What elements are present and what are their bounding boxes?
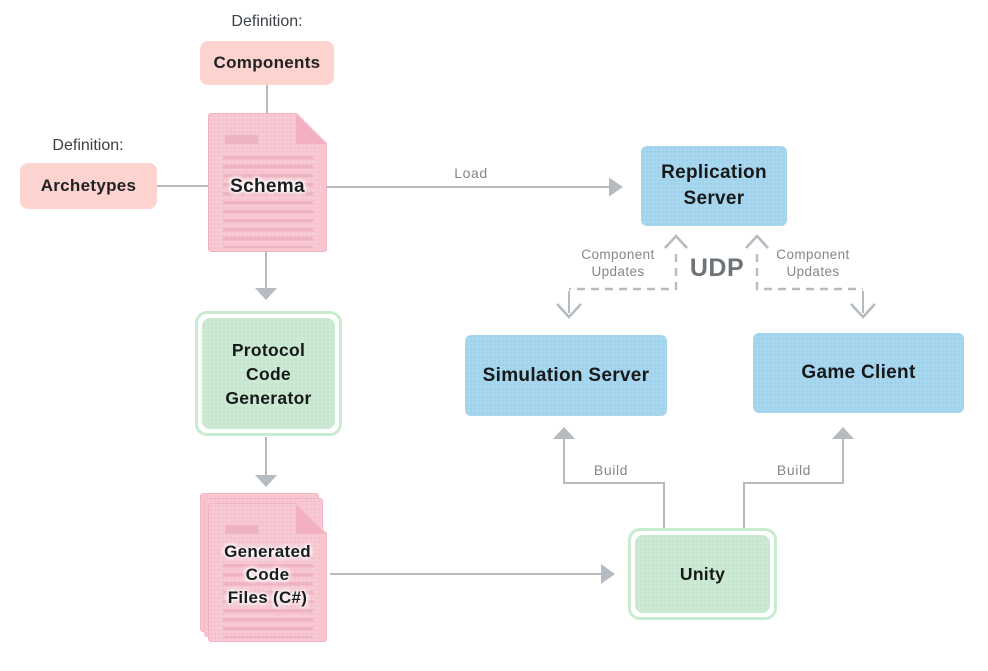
schema-document: Schema (208, 113, 327, 252)
unity-label: Unity (635, 535, 770, 613)
edge-files-unity (330, 564, 615, 584)
generated-files-document: Generated Code Files (C#) (208, 503, 327, 642)
generator-label-line3: Generator (225, 387, 312, 408)
definition-caption-components: Definition: (231, 13, 303, 30)
build-right-label: Build (776, 462, 812, 478)
cu-left-line2: Updates (591, 264, 645, 279)
generator-label-line2: Code (246, 363, 291, 384)
replication-label-line1: Replication (661, 162, 767, 183)
edge-udp-right (745, 234, 876, 319)
component-updates-left-label: Component Updates (558, 246, 678, 280)
files-label-line2: Code (245, 565, 290, 584)
unity-box: Unity (628, 528, 777, 620)
generated-files-label: Generated Code Files (C#) (209, 540, 326, 609)
edge-schema-generator (255, 252, 277, 300)
document-titlebar (225, 525, 258, 534)
udp-label: UDP (689, 254, 745, 282)
definition-caption-archetypes: Definition: (52, 137, 124, 154)
cu-right-line1: Component (776, 247, 850, 262)
build-left-label: Build (593, 462, 629, 478)
edge-build-left (553, 427, 665, 528)
components-box: Components (200, 41, 334, 85)
generator-label-line1: Protocol (231, 339, 306, 360)
files-label-line1: Generated (224, 542, 311, 561)
document-text-lines (223, 546, 313, 638)
files-label-line3: Files (C#) (227, 588, 308, 607)
game-client-box: Game Client (753, 333, 964, 413)
edge-udp-left (556, 234, 688, 319)
archetypes-box: Archetypes (20, 163, 157, 209)
document-titlebar (225, 135, 258, 144)
replication-label-line2: Server (683, 188, 745, 209)
document-text-lines (223, 156, 313, 248)
protocol-code-generator-box: Protocol Code Generator (195, 311, 342, 436)
edge-load-arrow (325, 177, 623, 197)
simulation-server-box: Simulation Server (465, 335, 667, 416)
load-edge-label: Load (454, 165, 488, 181)
edge-generator-files (255, 437, 277, 487)
replication-server-box: Replication Server (641, 146, 787, 226)
schema-label: Schema (230, 176, 305, 197)
cu-left-line1: Component (581, 247, 655, 262)
edge-build-right (743, 427, 854, 528)
component-updates-right-label: Component Updates (753, 246, 873, 280)
cu-right-line2: Updates (786, 264, 840, 279)
